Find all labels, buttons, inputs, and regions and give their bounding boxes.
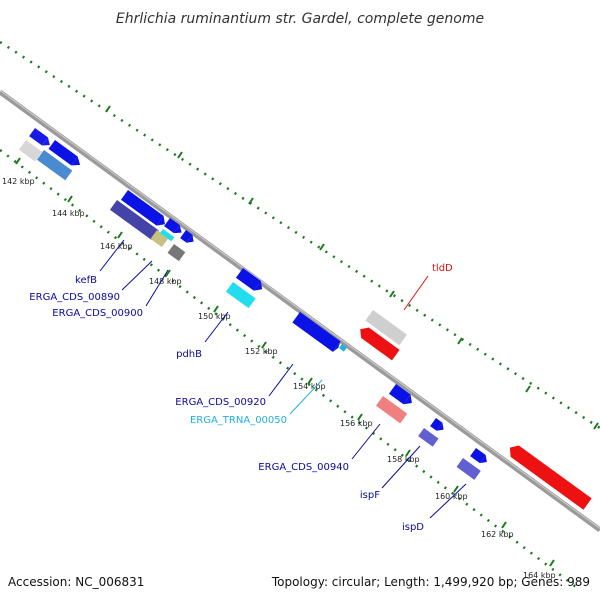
inner-major-ticks	[15, 157, 555, 567]
gene-feature[interactable]	[430, 418, 446, 434]
gene-feature[interactable]	[375, 396, 408, 424]
scale-label: 160 kbp	[435, 492, 468, 501]
gene-feature[interactable]	[292, 312, 342, 353]
gene-feature[interactable]	[160, 229, 175, 242]
gene-label-ispF[interactable]: ispF	[360, 490, 380, 501]
gene-features	[18, 128, 592, 510]
gene-feature[interactable]	[167, 244, 186, 262]
map-title: Ehrlichia ruminantium str. Gardel, compl…	[116, 11, 484, 27]
gene-label-pdhB[interactable]: pdhB	[176, 349, 202, 360]
gene-feature[interactable]	[339, 344, 347, 352]
gene-label-erga-cds-00920[interactable]: ERGA_CDS_00920	[175, 397, 266, 408]
scale-label: 144 kbp	[52, 209, 85, 218]
genome-backbone	[0, 89, 600, 533]
gene-labels: kefB ERGA_CDS_00890 ERGA_CDS_00900 pdhB …	[29, 263, 453, 533]
gene-feature[interactable]	[36, 150, 73, 181]
scale-label: 162 kbp	[481, 530, 514, 539]
gene-leader-lines	[99, 239, 467, 519]
scale-label: 148 kbp	[149, 277, 182, 286]
gene-feature[interactable]	[120, 190, 169, 229]
outer-tick-ring	[0, 40, 600, 430]
gene-label-kefB[interactable]: kefB	[75, 275, 97, 286]
summary-text: Topology: circular; Length: 1,499,920 bp…	[271, 575, 590, 589]
scale-label: 146 kbp	[100, 242, 133, 251]
outer-major-ticks	[105, 105, 599, 430]
gene-feature[interactable]	[418, 428, 439, 447]
gene-feature[interactable]	[18, 140, 43, 162]
gene-feature[interactable]	[356, 324, 400, 361]
scale-label: 158 kbp	[387, 455, 420, 464]
gene-feature[interactable]	[506, 442, 592, 510]
accession-text: Accession: NC_006831	[8, 575, 144, 589]
scale-label: 142 kbp	[2, 177, 35, 186]
inner-tick-ring	[0, 149, 581, 591]
gene-label-tldD[interactable]: tldD	[432, 263, 453, 274]
gene-label-erga-cds-00890[interactable]: ERGA_CDS_00890	[29, 292, 120, 303]
scale-label: 156 kbp	[340, 419, 373, 428]
gene-label-erga-trna-00050[interactable]: ERGA_TRNA_00050	[190, 415, 287, 426]
gene-feature[interactable]	[180, 230, 196, 246]
scale-label: 154 kbp	[293, 382, 326, 391]
gene-feature[interactable]	[235, 268, 266, 294]
scale-label: 152 kbp	[245, 347, 278, 356]
gene-feature[interactable]	[29, 128, 53, 149]
gene-label-erga-cds-00900[interactable]: ERGA_CDS_00900	[52, 308, 143, 319]
gene-label-ispD[interactable]: ispD	[402, 522, 424, 533]
gene-feature[interactable]	[470, 448, 490, 466]
scale-label: 164 kbp	[523, 571, 556, 580]
gene-feature[interactable]	[456, 458, 481, 480]
gene-feature[interactable]	[164, 218, 184, 237]
gene-feature[interactable]	[365, 310, 407, 346]
gene-feature[interactable]	[388, 384, 415, 408]
gene-feature[interactable]	[109, 200, 160, 241]
scale-labels: 142 kbp 144 kbp 146 kbp 148 kbp 150 kbp …	[2, 177, 556, 580]
gene-label-erga-cds-00940[interactable]: ERGA_CDS_00940	[258, 462, 349, 473]
gene-feature[interactable]	[225, 282, 256, 309]
gene-feature[interactable]	[48, 140, 84, 169]
gene-feature[interactable]	[150, 230, 169, 248]
scale-label: 150 kbp	[198, 312, 231, 321]
